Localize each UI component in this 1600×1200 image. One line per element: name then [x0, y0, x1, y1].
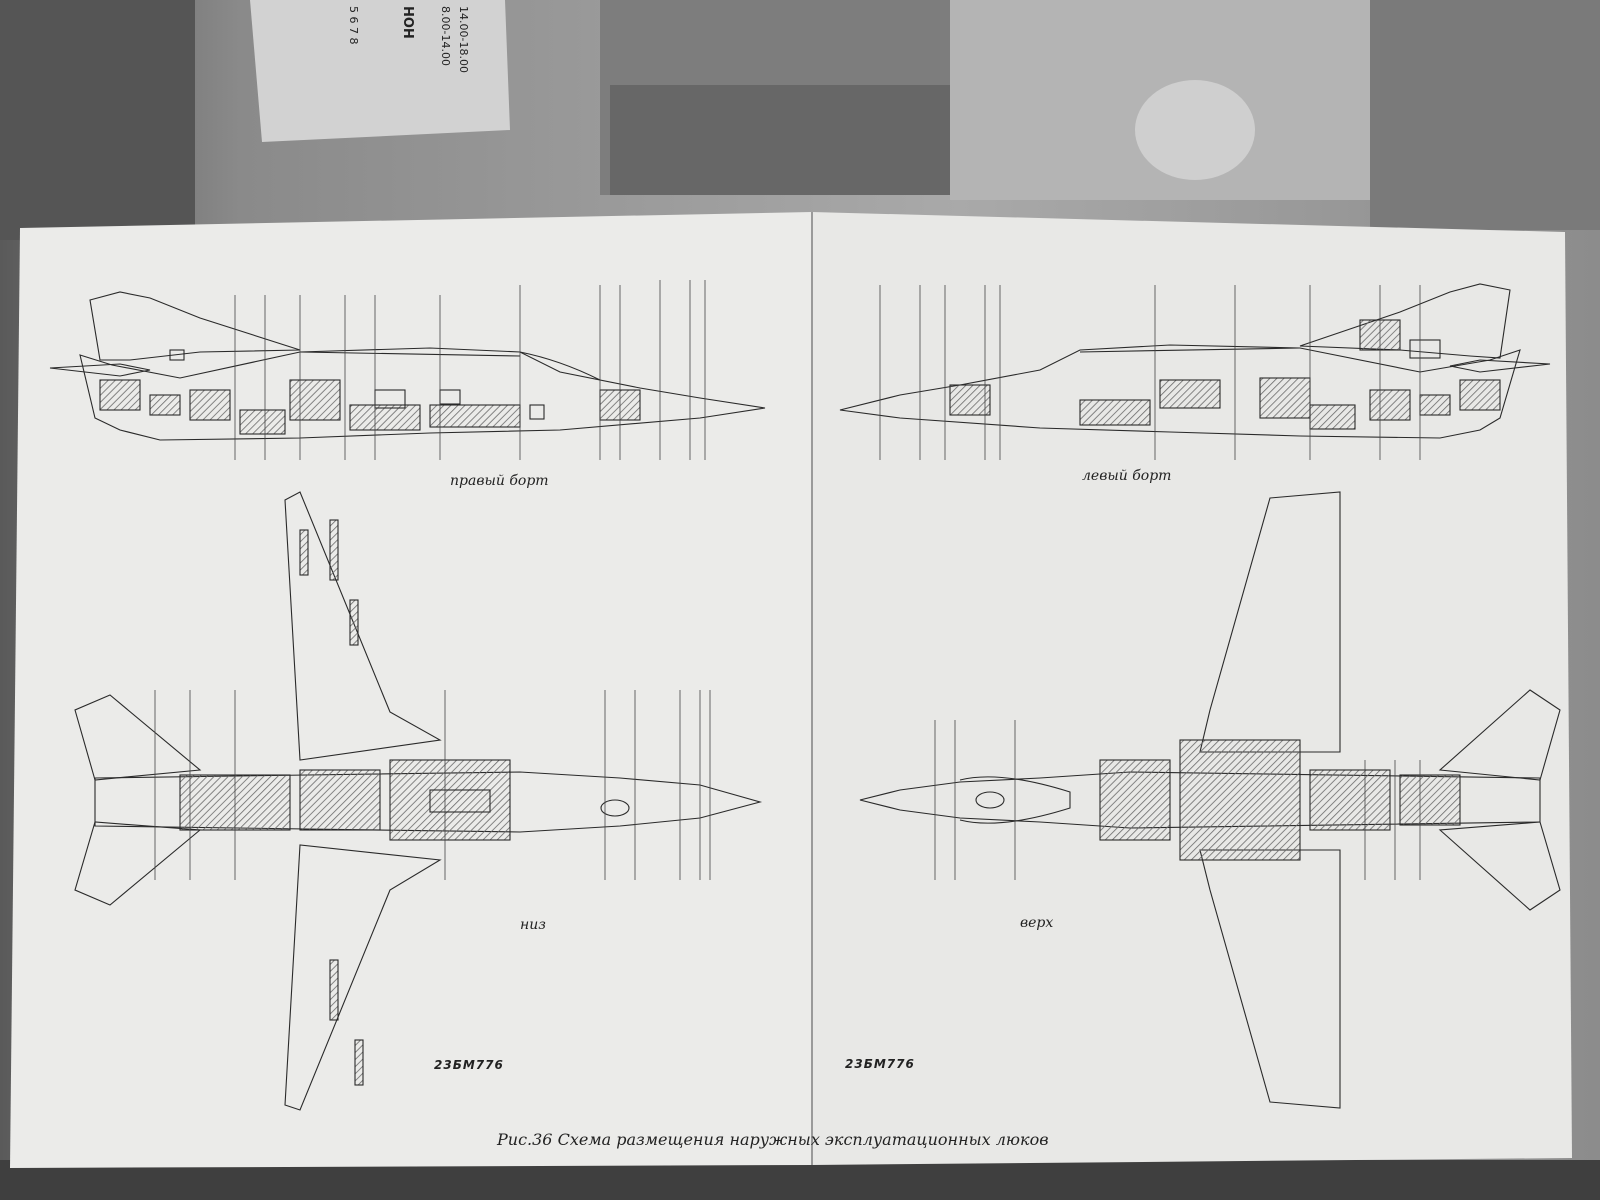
figure-caption-number: Рис.36: [497, 1130, 553, 1149]
note-card: [250, 0, 510, 142]
top-view: [859, 491, 1561, 1109]
right-side-view: [49, 291, 766, 441]
station-lines: [154, 280, 1421, 880]
figure-caption-text: Схема размещения наружных эксплуатационн…: [557, 1130, 1049, 1149]
figure-caption: Рис.36 Схема размещения наружных эксплуа…: [497, 1130, 1049, 1149]
left-side-view: [839, 283, 1551, 439]
left-page: [10, 212, 812, 1168]
right-side-view-label: правый борт: [450, 473, 549, 489]
right-page: [812, 212, 1572, 1165]
left-side-view-label: левый борт: [1082, 468, 1172, 484]
top-view-label: верх: [1020, 915, 1054, 931]
drawing-code-right: 23БМ776: [845, 1057, 915, 1071]
bottom-view-label: низ: [520, 917, 546, 933]
drawing-code-left: 23БМ776: [434, 1058, 504, 1072]
